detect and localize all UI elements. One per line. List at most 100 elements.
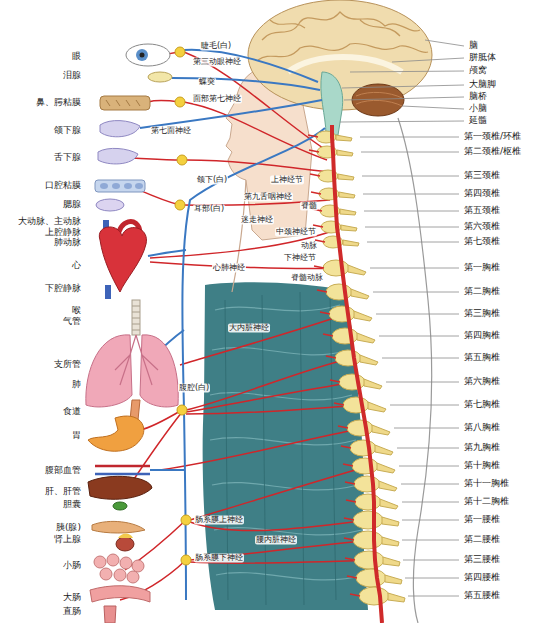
vagus-nerve [140,50,325,600]
small-intestine [107,554,119,566]
adrenal-kidney [116,537,134,551]
ganglia [181,555,191,565]
organ-label: 鼻、腭粘膜 [35,98,82,108]
vertebra-leader-lines [365,227,459,228]
vertebra-label: 第三胸椎 [463,309,501,319]
stomach [88,416,144,451]
heart [99,227,146,292]
ganglia [181,515,191,525]
brain-leader-lines [402,106,464,109]
trachea [132,306,140,330]
organ-label: 直肠 [62,607,82,617]
sympathetic-nerves [186,358,352,410]
nerve-label: 动脉 [300,242,318,251]
sympathetic-nerves [180,314,346,365]
nerve-label: 肠系膜上神经 [194,516,244,525]
vertebra-label: 第三颈椎 [463,171,501,181]
trachea [132,300,140,335]
ganglia [175,200,185,210]
vertebrae [344,511,399,529]
vertebra-label: 第三腰椎 [463,555,501,565]
spinal-cord [332,125,382,623]
organ-label: 腹部血管 [44,466,82,476]
vertebra-label: 第一颈椎/环椎 [463,132,522,142]
sympathetic-nerves [184,52,326,150]
brain-part-label: 胼胝体 [468,53,497,63]
nerve-label: 腰内脏神经 [255,536,297,545]
vertebra-label: 第六胸椎 [463,377,501,387]
torso-ground [210,305,364,580]
small-intestine [94,554,144,583]
vertebra-label: 第六颈椎 [463,222,501,232]
nerve-label: 面部第七神经 [192,95,242,104]
nerve-label: 第七面神经 [150,127,192,136]
organ-label: 眼 [71,52,82,62]
vertebra-leader-lines [401,484,459,485]
rectum [104,606,116,623]
organ-label: 腮腺 [62,200,82,210]
vertebra-label: 第二颈椎/枢椎 [463,147,522,157]
vertebra-label: 第四颈椎 [463,189,501,199]
vertebra-leader-lines [362,176,459,177]
vertebrae [345,551,400,569]
nasal-mucosa [100,96,150,110]
vertebra-label: 第二胸椎 [463,287,501,297]
brain-leader-lines [340,121,464,122]
brain-part-label: 颅窝 [468,66,488,76]
brain-leader-lines [342,85,464,88]
large-intestine [90,586,150,602]
vertebra-label: 第五胸椎 [463,353,501,363]
vertebra-leader-lines [361,152,459,153]
brain-part-label: 脑 [468,41,479,51]
vertebra-leader-lines [397,448,459,449]
organ-label: 颌下腺 [53,126,82,136]
submandibular-gland [100,121,140,137]
ganglia [177,405,187,415]
abdominal-vessels [95,473,150,476]
nerve-label: 中颈神经节 [275,228,317,237]
vertebra-label: 第二腰椎 [463,535,501,545]
vertebra-leader-lines [360,137,459,138]
organ-label: 泪腺 [62,71,82,81]
small-intestine [94,556,106,568]
brain-leader-lines [425,40,464,46]
vertebra-leader-lines [360,137,459,596]
vertebra-label: 第五颈椎 [463,206,501,216]
vertebrae [344,531,399,549]
vertebra-leader-lines [399,466,459,467]
nerve-label: 颌下(白) [196,176,228,185]
organ-label: 气管 [62,317,82,327]
vertebra-leader-lines [402,520,459,521]
vertebra-label: 第七胸椎 [463,400,501,410]
small-intestine [132,560,144,572]
vertebra-label: 第一胸椎 [463,263,501,273]
vertebra-leader-lines [405,578,459,579]
nerve-label: 肠系膜下神经 [194,554,244,563]
organ-label: 下腔静脉 [44,284,82,294]
organ-label: 支所管 [53,360,82,370]
brain [248,0,432,135]
nerve-label: 耳部(白) [193,205,225,214]
vertebra-leader-lines [373,292,459,293]
brain [258,12,428,60]
liver [88,476,152,499]
organ-label: 喉 [71,306,82,316]
nerve-label: 腹腔(白) [178,384,210,393]
sympathetic-nerves [130,158,182,160]
brain-part-label: 脑桥 [468,92,488,102]
vagus-nerve [140,100,322,128]
vagus-nerve [182,128,325,600]
organ-label: 大动脉、主动脉 [17,217,82,227]
vertebra-label: 第九胸椎 [463,443,501,453]
brain-leader-lines [344,97,464,100]
lungs [140,335,178,407]
parotid-gland [96,199,124,211]
sympathetic-nerves [186,405,360,414]
adrenal-kidney [116,534,134,552]
brain-part-label: 大脑脚 [468,80,497,90]
vagus-nerve [172,78,320,90]
ganglia [175,47,191,565]
vertebra-leader-lines [370,268,459,269]
nerve-label: 迷走神经 [240,216,274,225]
